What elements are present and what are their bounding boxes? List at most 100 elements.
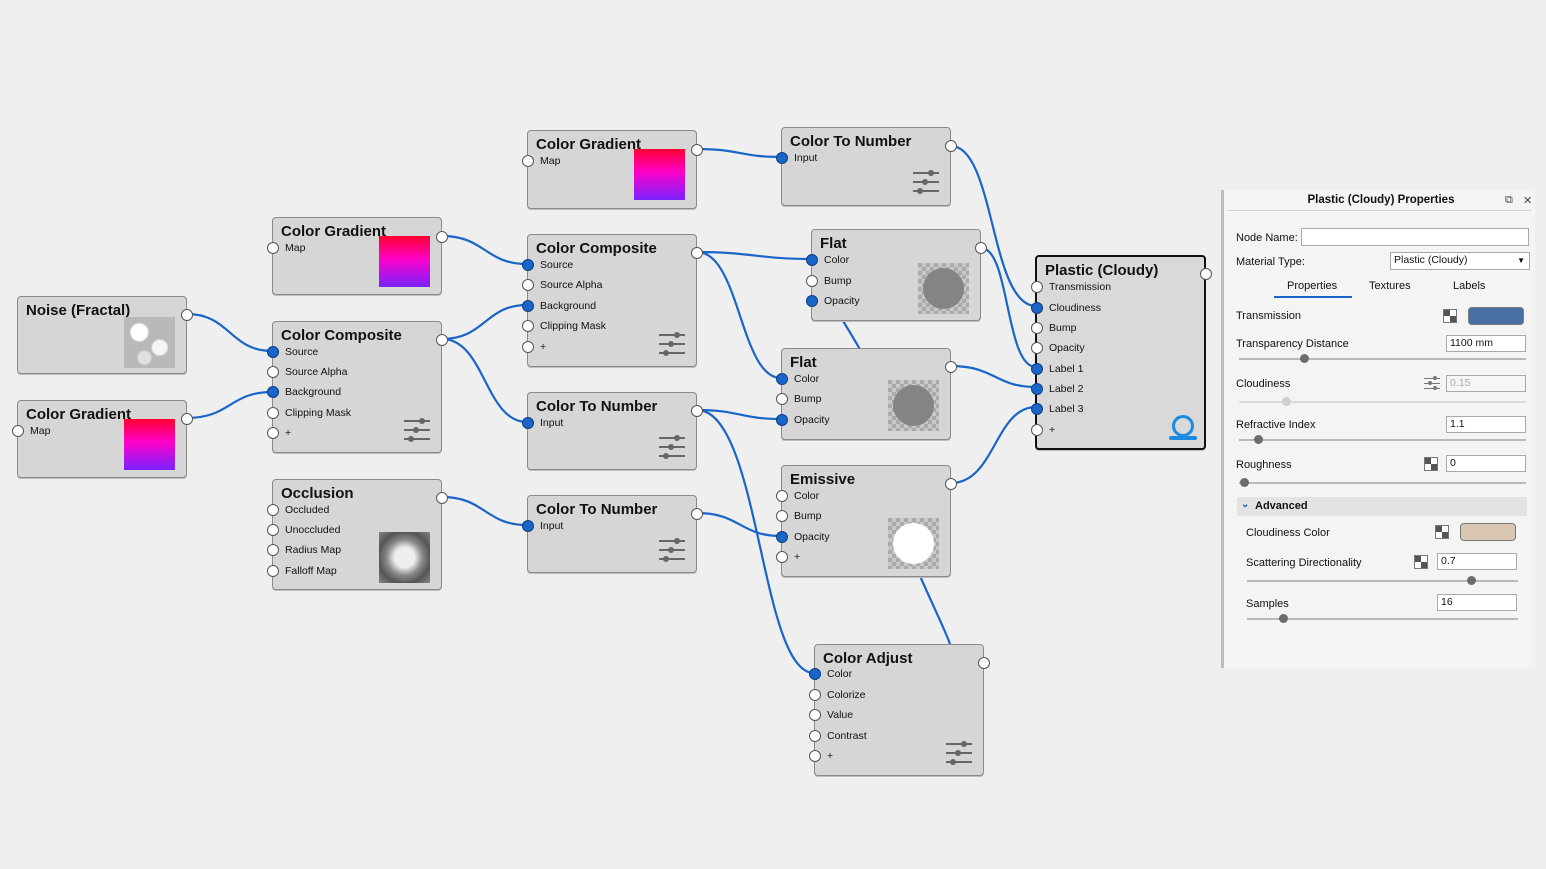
input-port-bump[interactable]: [776, 510, 788, 522]
input-port-source-alpha[interactable]: [267, 366, 279, 378]
roughness-input[interactable]: 0: [1446, 455, 1526, 472]
input-port-add[interactable]: [1031, 424, 1043, 436]
input-port-bump[interactable]: [806, 275, 818, 287]
input-port-background[interactable]: [522, 300, 534, 312]
roughness-slider[interactable]: [1239, 482, 1526, 484]
tab-textures[interactable]: Textures: [1369, 280, 1411, 292]
input-port-source[interactable]: [522, 259, 534, 271]
input-port-opacity[interactable]: [1031, 342, 1043, 354]
refractive-index-input[interactable]: 1.1: [1446, 416, 1526, 433]
input-port-contrast[interactable]: [809, 730, 821, 742]
samples-slider[interactable]: [1247, 618, 1518, 620]
slider-handle[interactable]: [1300, 354, 1309, 363]
input-port-label-2[interactable]: [1031, 383, 1043, 395]
input-port-add[interactable]: [776, 551, 788, 563]
input-port-label-1[interactable]: [1031, 363, 1043, 375]
input-port-color[interactable]: [776, 373, 788, 385]
output-port[interactable]: [945, 478, 957, 490]
input-port-opacity[interactable]: [806, 295, 818, 307]
advanced-section-header[interactable]: ⌄ Advanced: [1237, 497, 1527, 516]
output-port[interactable]: [436, 231, 448, 243]
input-port-source-alpha[interactable]: [522, 279, 534, 291]
input-port-radius-map[interactable]: [267, 544, 279, 556]
cloudiness-input[interactable]: 0.15: [1446, 375, 1526, 392]
input-port-input[interactable]: [776, 152, 788, 164]
texture-toggle-icon[interactable]: [1414, 555, 1428, 569]
material-type-select[interactable]: Plastic (Cloudy) ▼: [1390, 252, 1530, 270]
input-port-add[interactable]: [522, 341, 534, 353]
output-port[interactable]: [691, 405, 703, 417]
transparency-distance-input[interactable]: 1100 mm: [1446, 335, 1526, 352]
input-port-opacity[interactable]: [776, 531, 788, 543]
restore-icon[interactable]: ⧉: [1505, 194, 1513, 206]
node-color-to-number[interactable]: Color To Number Input: [522, 392, 703, 470]
input-port-map[interactable]: [522, 155, 534, 167]
node-occlusion[interactable]: Occlusion Occluded Unoccluded Radius Map…: [267, 479, 448, 590]
texture-toggle-icon[interactable]: [1443, 309, 1457, 323]
node-color-adjust[interactable]: Color Adjust Color Colorize Value Contra…: [809, 644, 990, 776]
input-port-occluded[interactable]: [267, 504, 279, 516]
input-port-color[interactable]: [776, 490, 788, 502]
sliders-icon[interactable]: [1424, 376, 1440, 390]
input-port-cloudiness[interactable]: [1031, 302, 1043, 314]
output-port[interactable]: [436, 492, 448, 504]
slider-handle[interactable]: [1282, 397, 1291, 406]
output-port[interactable]: [1200, 268, 1212, 280]
output-port[interactable]: [975, 242, 987, 254]
slider-handle[interactable]: [1240, 478, 1249, 487]
input-port-color[interactable]: [809, 668, 821, 680]
input-port-map[interactable]: [12, 425, 24, 437]
node-color-gradient[interactable]: Color Gradient Map: [12, 400, 193, 478]
input-port-value[interactable]: [809, 709, 821, 721]
input-port-background[interactable]: [267, 386, 279, 398]
output-port[interactable]: [691, 144, 703, 156]
output-port[interactable]: [691, 508, 703, 520]
transmission-color-swatch[interactable]: [1468, 307, 1524, 325]
input-port-source[interactable]: [267, 346, 279, 358]
node-name-input[interactable]: [1301, 228, 1529, 246]
node-color-gradient[interactable]: Color Gradient Map: [522, 130, 703, 209]
output-port[interactable]: [181, 413, 193, 425]
input-port-add[interactable]: [809, 750, 821, 762]
node-flat[interactable]: Flat Color Bump Opacity: [806, 229, 987, 321]
input-port-clipping-mask[interactable]: [522, 320, 534, 332]
input-port-bump[interactable]: [1031, 322, 1043, 334]
node-color-to-number[interactable]: Color To Number Input: [776, 127, 957, 206]
node-color-composite[interactable]: Color Composite Source Source Alpha Back…: [267, 321, 448, 453]
output-port[interactable]: [978, 657, 990, 669]
sliders-icon[interactable]: [659, 332, 685, 358]
input-port-map[interactable]: [267, 242, 279, 254]
input-port-unoccluded[interactable]: [267, 524, 279, 536]
sliders-icon[interactable]: [404, 418, 430, 444]
sliders-icon[interactable]: [946, 741, 972, 767]
output-port[interactable]: [436, 334, 448, 346]
node-emissive[interactable]: Emissive Color Bump Opacity +: [776, 465, 957, 577]
node-flat[interactable]: Flat Color Bump Opacity: [776, 348, 957, 440]
texture-toggle-icon[interactable]: [1435, 525, 1449, 539]
tab-labels[interactable]: Labels: [1453, 280, 1486, 292]
input-port-color[interactable]: [806, 254, 818, 266]
slider-handle[interactable]: [1254, 435, 1263, 444]
sliders-icon[interactable]: [659, 538, 685, 564]
node-color-composite[interactable]: Color Composite Source Source Alpha Back…: [522, 234, 703, 367]
refractive-index-slider[interactable]: [1239, 439, 1526, 441]
samples-input[interactable]: 16: [1437, 594, 1517, 611]
input-port-bump[interactable]: [776, 393, 788, 405]
node-noise-fractal[interactable]: Noise (Fractal): [17, 296, 193, 374]
slider-handle[interactable]: [1279, 614, 1288, 623]
output-port[interactable]: [181, 309, 193, 321]
input-port-clipping-mask[interactable]: [267, 407, 279, 419]
node-color-gradient[interactable]: Color Gradient Map: [267, 217, 448, 295]
sliders-icon[interactable]: [659, 435, 685, 461]
output-port[interactable]: [945, 361, 957, 373]
scattering-directionality-slider[interactable]: [1247, 580, 1518, 582]
cloudiness-color-swatch[interactable]: [1460, 523, 1516, 541]
node-plastic-cloudy[interactable]: Plastic (Cloudy) Transmission Cloudiness…: [1031, 255, 1212, 450]
cloudiness-slider[interactable]: [1239, 401, 1526, 403]
input-port-input[interactable]: [522, 520, 534, 532]
input-port-label-3[interactable]: [1031, 403, 1043, 415]
input-port-opacity[interactable]: [776, 414, 788, 426]
input-port-colorize[interactable]: [809, 689, 821, 701]
scattering-directionality-input[interactable]: 0.7: [1437, 553, 1517, 570]
input-port-add[interactable]: [267, 427, 279, 439]
